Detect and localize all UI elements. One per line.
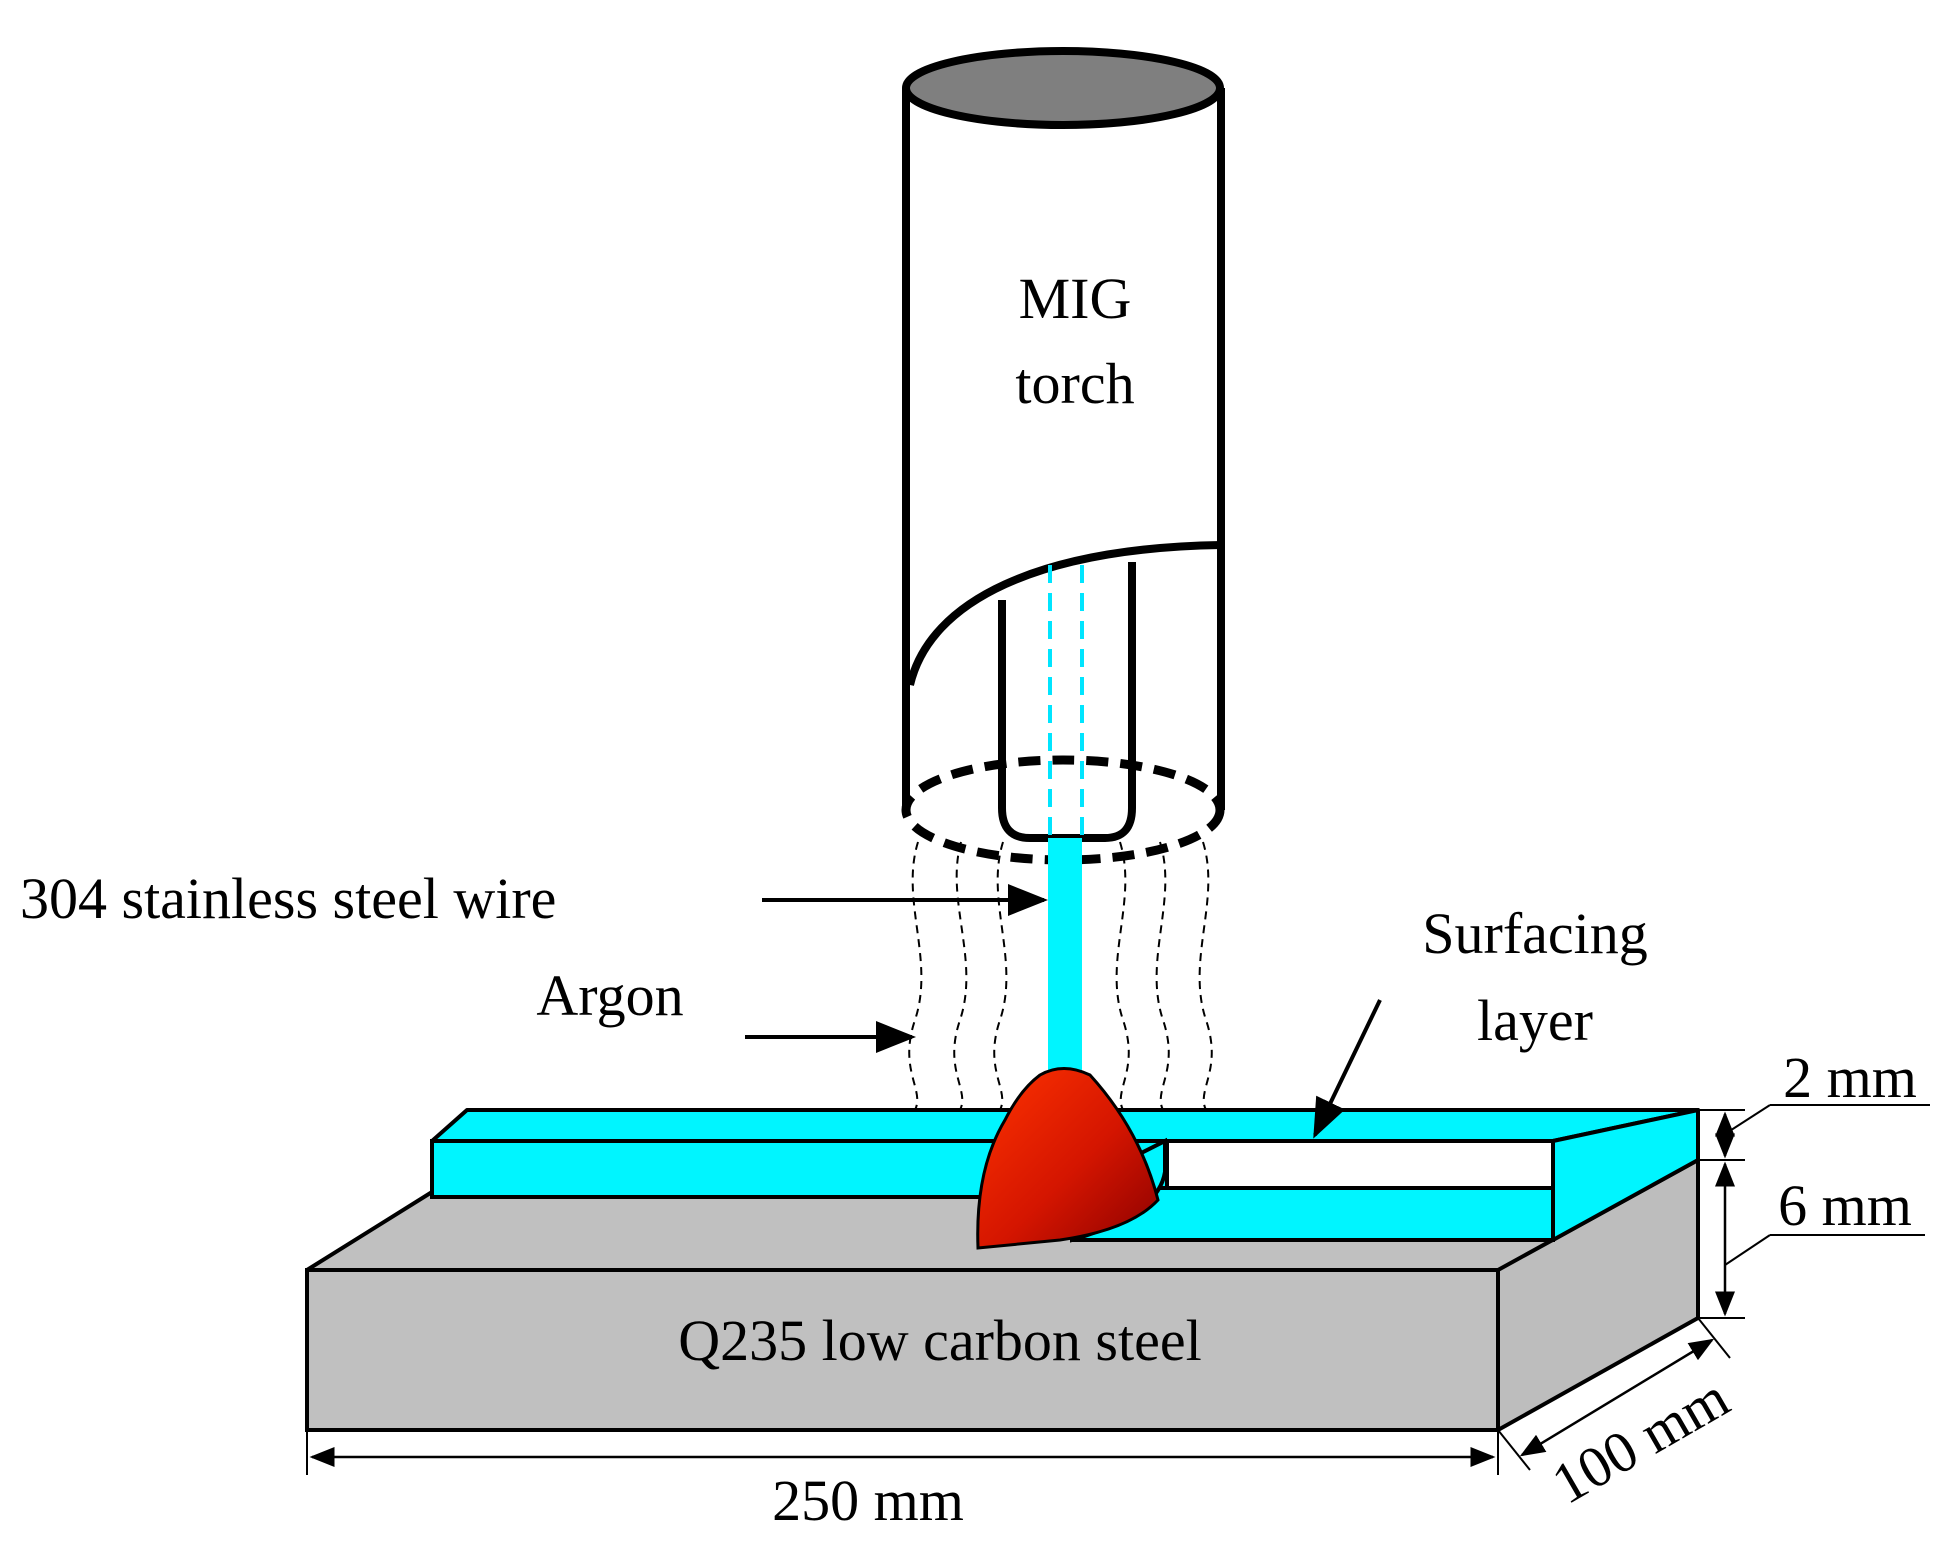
wire-column xyxy=(1048,838,1082,1078)
surfacing-label-line2: layer xyxy=(1477,988,1593,1053)
torch-label-line2: torch xyxy=(1015,351,1134,416)
base-plate-label: Q235 low carbon steel xyxy=(678,1308,1201,1373)
base-plate-front-face xyxy=(305,1268,1500,1432)
weld-pool xyxy=(976,1067,1160,1250)
dimension-length-label: 250 mm xyxy=(772,1468,964,1533)
torch-cutaway xyxy=(906,541,1222,686)
surfacing-layer-front-right xyxy=(1071,1186,1555,1242)
argon-flow-lines xyxy=(908,841,1213,1111)
dimension-layer-thickness: 2 mm xyxy=(1700,1045,1930,1161)
dimension-length: 250 mm xyxy=(306,1430,1499,1533)
dimension-layer-thickness-label: 2 mm xyxy=(1783,1045,1917,1110)
contact-tip xyxy=(998,562,1136,842)
surfacing-arrow xyxy=(1313,999,1382,1139)
dimension-plate-thickness: 6 mm xyxy=(1700,1161,1925,1319)
argon-label: Argon xyxy=(536,963,683,1028)
dimension-plate-thickness-label: 6 mm xyxy=(1778,1173,1912,1238)
wire-label: 304 stainless steel wire xyxy=(20,866,556,931)
torch-label-line1: MIG xyxy=(1019,266,1132,331)
surfacing-label-line1: Surfacing xyxy=(1422,901,1648,966)
torch-top-cap xyxy=(902,47,1224,129)
mig-torch: MIG torch xyxy=(901,47,1225,865)
